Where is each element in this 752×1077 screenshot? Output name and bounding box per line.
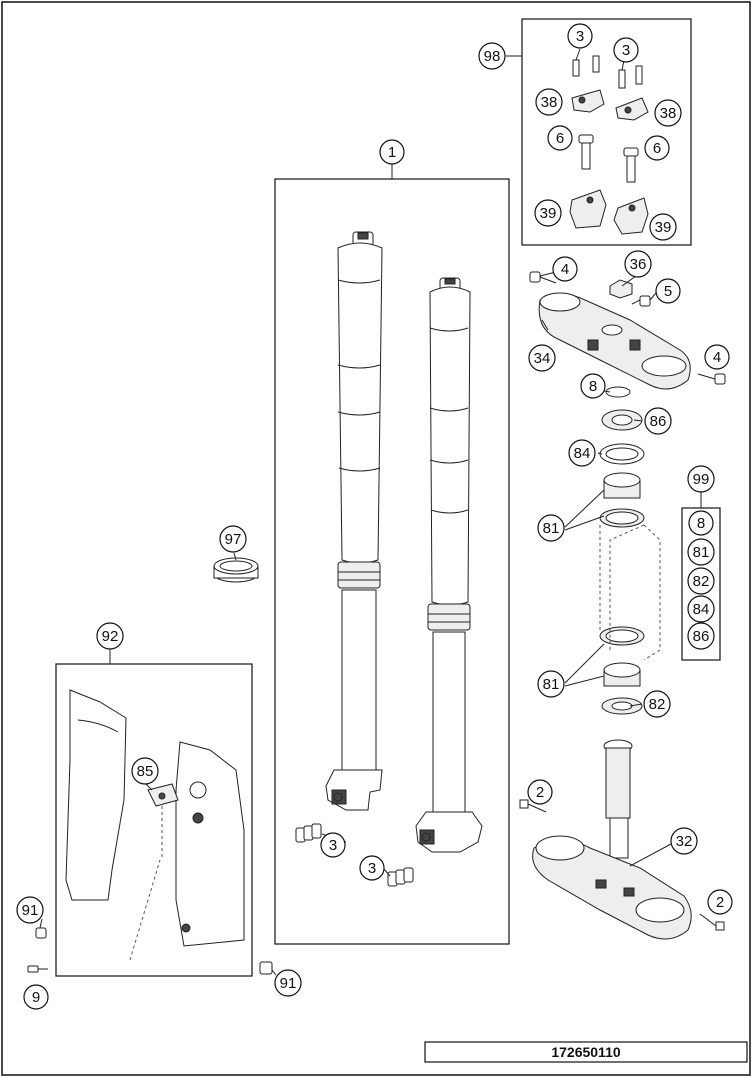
right-fork-leg [415, 277, 483, 853]
guard-screws [27, 927, 273, 975]
svg-text:3: 3 [329, 837, 337, 854]
svg-text:91: 91 [22, 902, 39, 919]
svg-text:8: 8 [589, 378, 597, 395]
callout-97: 97 [219, 525, 247, 553]
svg-text:81: 81 [543, 676, 560, 693]
left-fork-leg [325, 231, 383, 811]
callout-91: 91 [274, 969, 302, 997]
callout-2: 2 [707, 889, 733, 915]
svg-text:1: 1 [388, 144, 396, 161]
svg-text:3: 3 [576, 28, 584, 45]
callout-3: 3 [613, 37, 639, 63]
svg-text:86: 86 [650, 413, 667, 430]
svg-text:38: 38 [660, 105, 677, 122]
callout-84: 84 [568, 439, 596, 467]
callout-2: 2 [527, 779, 553, 805]
callout-98: 98 [478, 42, 506, 70]
kit-item-86: 86 [687, 622, 715, 650]
svg-text:82: 82 [649, 696, 666, 713]
kit-item-84: 84 [687, 595, 715, 623]
axle-clamp-screws-left [295, 823, 322, 843]
callout-3: 3 [320, 832, 346, 858]
drawing-number-box: 172650110 [424, 1041, 748, 1063]
callout-9: 9 [23, 984, 49, 1010]
callout-8: 8 [580, 373, 606, 399]
svg-text:81: 81 [543, 520, 560, 537]
svg-text:6: 6 [653, 140, 661, 157]
callout-92: 92 [96, 622, 124, 650]
svg-text:84: 84 [693, 601, 710, 618]
callout-3: 3 [567, 23, 593, 49]
svg-text:5: 5 [664, 283, 672, 300]
lower-triple-clamp [519, 739, 725, 940]
upper-triple-clamp [529, 271, 726, 390]
callout-85: 85 [131, 757, 159, 785]
svg-text:4: 4 [561, 261, 569, 278]
svg-text:98: 98 [484, 48, 501, 65]
callout-38: 38 [654, 99, 682, 127]
svg-text:85: 85 [137, 763, 154, 780]
svg-text:39: 39 [540, 205, 557, 222]
svg-text:91: 91 [280, 975, 297, 992]
callout-4: 4 [552, 256, 578, 282]
callout-36: 36 [624, 250, 652, 278]
fork-guard-group [55, 649, 253, 977]
callout-5: 5 [655, 278, 681, 304]
callout-86: 86 [644, 407, 672, 435]
svg-text:3: 3 [368, 860, 376, 877]
svg-text:36: 36 [630, 256, 647, 273]
callout-6: 6 [547, 125, 573, 151]
callout-81: 81 [537, 514, 565, 542]
bearing-kit-list [681, 492, 721, 661]
axle-clamp-screws-right [387, 867, 414, 887]
leader-lines [39, 269, 672, 976]
svg-text:82: 82 [693, 573, 710, 590]
svg-text:81: 81 [693, 544, 710, 561]
callout-3: 3 [359, 855, 385, 881]
callout-99: 99 [687, 465, 715, 493]
handlebar-clamp-kit-frame [521, 18, 692, 246]
callout-34: 34 [528, 344, 556, 372]
callout-81: 81 [537, 670, 565, 698]
callout-39: 39 [534, 199, 562, 227]
svg-text:32: 32 [676, 833, 693, 850]
kit-item-8: 8 [688, 510, 714, 536]
callout-32: 32 [670, 827, 698, 855]
svg-text:92: 92 [102, 628, 119, 645]
steering-bearing-stack [599, 386, 661, 715]
fork-protector-ring [213, 557, 259, 583]
callout-6: 6 [644, 135, 670, 161]
callout-82: 82 [643, 690, 671, 718]
svg-text:99: 99 [693, 471, 710, 488]
svg-text:97: 97 [225, 531, 242, 548]
svg-text:2: 2 [716, 894, 724, 911]
svg-text:3: 3 [622, 42, 630, 59]
svg-text:38: 38 [541, 94, 558, 111]
svg-text:84: 84 [574, 445, 591, 462]
callout-1: 1 [379, 139, 405, 165]
kit-item-81: 81 [687, 538, 715, 566]
svg-text:39: 39 [655, 219, 672, 236]
drawing-number: 172650110 [551, 1044, 621, 1060]
svg-text:34: 34 [534, 350, 551, 367]
svg-text:9: 9 [32, 989, 40, 1006]
svg-text:8: 8 [697, 515, 705, 532]
kit-item-82: 82 [687, 567, 715, 595]
callout-38: 38 [535, 88, 563, 116]
svg-text:4: 4 [713, 349, 721, 366]
callout-91: 91 [16, 896, 44, 924]
svg-text:6: 6 [556, 130, 564, 147]
callout-39: 39 [649, 213, 677, 241]
callout-4: 4 [704, 344, 730, 370]
fork-legs-group [274, 163, 510, 945]
svg-text:86: 86 [693, 628, 710, 645]
svg-text:2: 2 [536, 784, 544, 801]
handlebar-clamp-kit-group [506, 18, 692, 246]
fork-guard-frame [55, 663, 253, 977]
